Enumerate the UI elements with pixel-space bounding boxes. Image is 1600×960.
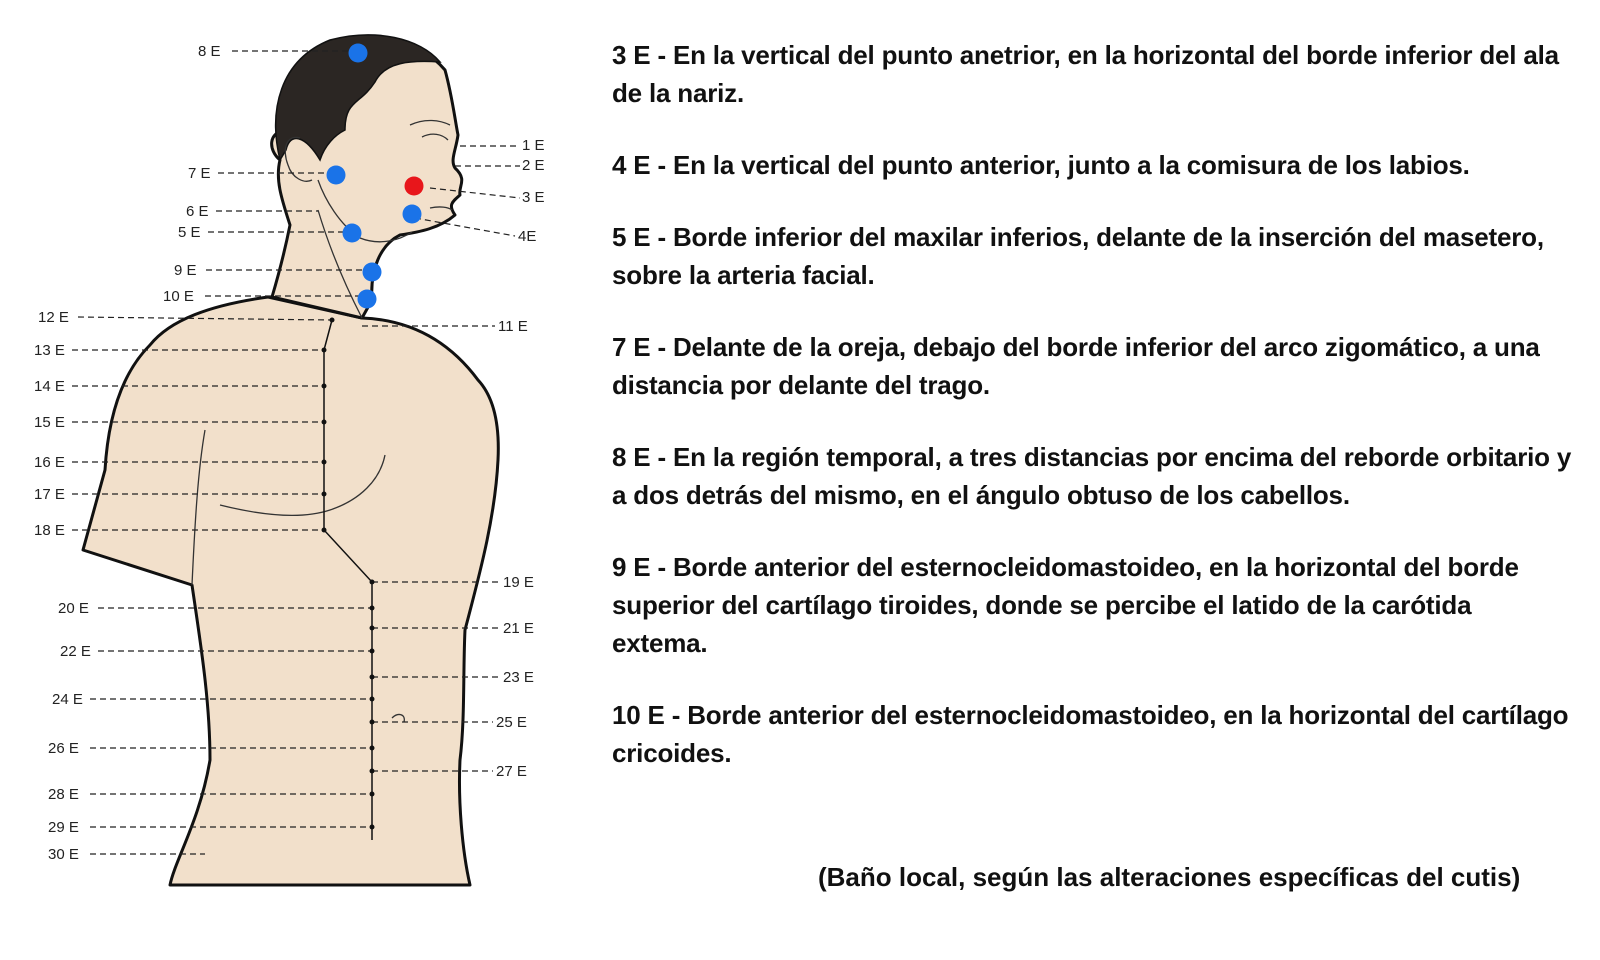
torso-outline	[81, 295, 500, 887]
ear	[284, 136, 313, 182]
label-13E: 13 E	[34, 342, 65, 359]
description-7E: 7 E - Delante de la oreja, debajo del bo…	[612, 332, 1540, 400]
description-text: Borde anterior del esternocleidomastoide…	[612, 700, 1569, 768]
eye	[421, 133, 449, 141]
label-18E: 18 E	[34, 522, 65, 539]
navel	[391, 713, 405, 723]
label-25E: 25 E	[496, 714, 527, 731]
mouth	[429, 206, 453, 211]
label-11E: 11 E	[498, 318, 528, 335]
eyebrow	[409, 119, 451, 126]
label-21E: 21 E	[503, 620, 534, 637]
leader-lines	[72, 50, 521, 855]
label-27E: 27 E	[496, 763, 527, 780]
point-descriptions: 3 E - En la vertical del punto anetrior,…	[612, 36, 1572, 806]
meridian-points	[321, 317, 375, 830]
label-15E: 15 E	[34, 414, 65, 431]
label-28E: 28 E	[48, 786, 79, 803]
label-10E: 10 E	[163, 288, 194, 305]
label-3E: 3 E	[522, 189, 545, 206]
label-22E: 22 E	[60, 643, 91, 660]
point-3E-marker	[404, 176, 424, 196]
label-26E: 26 E	[48, 740, 79, 757]
footnote: (Baño local, según las alteraciones espe…	[818, 862, 1521, 892]
description-text: Borde inferior del maxilar inferios, del…	[612, 222, 1544, 290]
label-23E: 23 E	[503, 669, 534, 686]
label-19E: 19 E	[503, 574, 534, 591]
label-1E: 1 E	[522, 137, 545, 154]
pectoral-line	[219, 454, 386, 517]
label-29E: 29 E	[48, 819, 79, 836]
description-8E: 8 E - En la región temporal, a tres dist…	[612, 442, 1572, 510]
description-text: En la vertical del punto anterior, junto…	[672, 150, 1470, 180]
description-code: 9 E	[612, 552, 651, 582]
point-4E-marker	[402, 204, 422, 224]
point-5E-marker	[342, 223, 362, 243]
label-20E: 20 E	[58, 600, 89, 617]
description-4E: 4 E - En la vertical del punto anterior,…	[612, 150, 1470, 180]
description-9E: 9 E - Borde anterior del esternocleidoma…	[612, 552, 1519, 658]
point-8E-marker	[348, 43, 368, 63]
neck-muscle	[317, 209, 363, 319]
label-12E: 12 E	[38, 309, 69, 326]
description-code: 7 E	[612, 332, 651, 362]
description-text: En la región temporal, a tres distancias…	[612, 442, 1572, 510]
description-text: Delante de la oreja, debajo del borde in…	[612, 332, 1540, 400]
point-10E-marker	[357, 289, 377, 309]
label-16E: 16 E	[34, 454, 65, 471]
acupuncture-stomach-meridian-diagram: 8 E 1 E 2 E 3 E 4E 7 E 6 E 5 E 9 E 10 E …	[34, 34, 545, 887]
point-labels: 8 E 1 E 2 E 3 E 4E 7 E 6 E 5 E 9 E 10 E …	[34, 43, 545, 863]
description-code: 10 E	[612, 700, 665, 730]
point-9E-marker	[362, 262, 382, 282]
point-7E-marker	[326, 165, 346, 185]
description-3E: 3 E - En la vertical del punto anetrior,…	[612, 40, 1559, 108]
label-2E: 2 E	[522, 157, 545, 174]
label-7E: 7 E	[188, 165, 211, 182]
description-10E: 10 E - Borde anterior del esternocleidom…	[612, 700, 1569, 768]
description-5E: 5 E - Borde inferior del maxilar inferio…	[612, 222, 1544, 290]
label-4E: 4E	[518, 228, 536, 245]
label-6E: 6 E	[186, 203, 209, 220]
label-17E: 17 E	[34, 486, 65, 503]
label-9E: 9 E	[174, 262, 197, 279]
description-text: En la vertical del punto anetrior, en la…	[612, 40, 1559, 108]
description-text: Borde anterior del esternocleidomastoide…	[612, 552, 1519, 658]
label-14E: 14 E	[34, 378, 65, 395]
description-code: 5 E	[612, 222, 651, 252]
hair	[274, 34, 442, 162]
label-5E: 5 E	[178, 224, 201, 241]
highlighted-points	[326, 43, 424, 309]
description-code: 8 E	[612, 442, 651, 472]
arm-line	[191, 429, 206, 586]
label-30E: 30 E	[48, 846, 79, 863]
description-code: 4 E	[612, 150, 651, 180]
label-8E: 8 E	[198, 43, 221, 60]
label-24E: 24 E	[52, 691, 83, 708]
description-code: 3 E	[612, 40, 651, 70]
